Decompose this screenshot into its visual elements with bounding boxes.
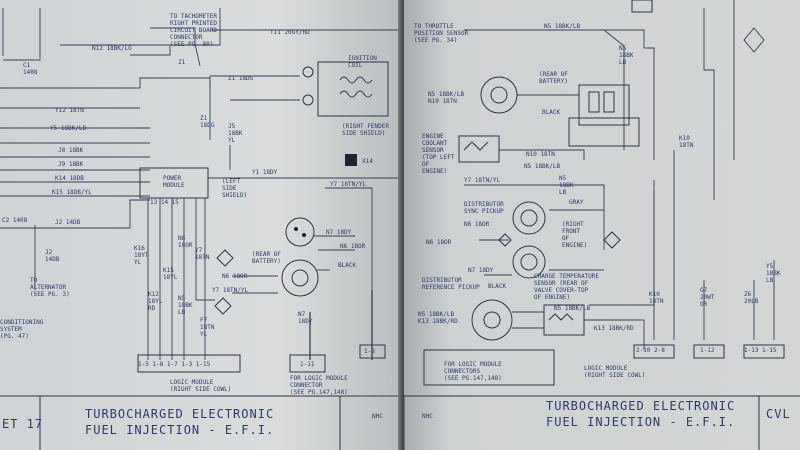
label-z1-18dg: Z1 18DG <box>228 75 254 82</box>
label-n6-18or-r2: N6 18OR <box>426 239 452 246</box>
label-n12: N12 18BK/LG <box>92 45 132 52</box>
label-logic-module: LOGIC MODULE(RIGHT SIDE COWL) <box>170 379 231 393</box>
label-y1-18dy: Y1 18DY <box>252 169 278 176</box>
label-n6-18or-r: N6 18OR <box>340 243 366 250</box>
footer-page-ref-left: ET 17 <box>2 417 43 431</box>
label-n6-18or-r: N6 18OR <box>464 221 490 228</box>
label-z1-top: Z1 <box>178 59 186 66</box>
label-n5-top: N5 18BK/LB <box>544 23 581 30</box>
ignition-coil-box <box>317 61 389 117</box>
label-pin-row: 1-5 1-8 1-7 1-3 1-15 <box>138 361 211 368</box>
label-y7-18tn-yl: Y7 18TN/YL <box>464 177 501 184</box>
label-logic-module-r: LOGIC MODULE(RIGHT SIDE COWL) <box>584 365 645 379</box>
footer-title-line1-right: TURBOCHARGED ELECTRONIC <box>546 399 735 413</box>
label-n7-18dy: N7 18DY <box>326 229 352 236</box>
label-nhc-right: NHC <box>422 413 433 420</box>
label-j9: J9 18BK <box>58 161 84 168</box>
rear-battery-connector <box>578 84 630 126</box>
label-pin-1-11: 1-11 <box>300 361 315 368</box>
footer-title-line2-right: FUEL INJECTION - E.F.I. <box>546 415 735 429</box>
label-pin-112: 1-12 <box>700 347 715 354</box>
label-y7-right: Y7 18TN/YL <box>330 181 367 188</box>
label-pins-13-15: 13 14 15 <box>150 199 179 206</box>
label-j2: J2 14DB <box>55 219 81 226</box>
label-t11: T11 20GY/RD <box>270 29 310 36</box>
label-k13: K13 18BK/RD <box>594 325 634 332</box>
label-pin-113: 1-13 1-15 <box>744 347 777 354</box>
ground-block-icon <box>345 154 357 166</box>
label-black-r2: BLACK <box>488 283 506 290</box>
label-y12: Y12 18TN <box>55 107 84 114</box>
footer-page-ref-right: CVL <box>766 407 791 421</box>
label-x14: X14 <box>362 158 373 165</box>
label-gray: GRAY <box>569 199 584 206</box>
label-n7-18dy-r: N7 18DY <box>468 267 494 274</box>
footer-title-line2-left: FUEL INJECTION - E.F.I. <box>85 423 274 437</box>
label-nhc-left: NHC <box>372 413 383 420</box>
label-k14: K14 18DB <box>55 175 84 182</box>
label-pins-2: 2-10 2-8 <box>636 347 665 354</box>
label-conn: C2 1408 <box>2 217 28 224</box>
label-n10-18tn: N10 18TN <box>526 151 555 158</box>
label-pin-1-8: 1-8 <box>364 348 375 355</box>
label-y7-tn-yl: Y7 18TN/YL <box>212 287 249 294</box>
label-n6-18or: N6 18OR <box>222 273 248 280</box>
label-j8: J8 18BK <box>58 147 84 154</box>
book-gutter <box>398 0 408 450</box>
label-n5-18bk-lb: N5 18BK/LB <box>524 163 561 170</box>
power-module-box <box>139 167 209 199</box>
label-black: BLACK <box>338 262 356 269</box>
label-y5: Y5 18BK/LB <box>50 125 87 132</box>
label-k15: K15 18DB/YL <box>52 189 92 196</box>
label-black-r: BLACK <box>542 109 560 116</box>
footer-title-line1-left: TURBOCHARGED ELECTRONIC <box>85 407 274 421</box>
label-n5-side: N5 18BK/LB <box>554 305 591 312</box>
